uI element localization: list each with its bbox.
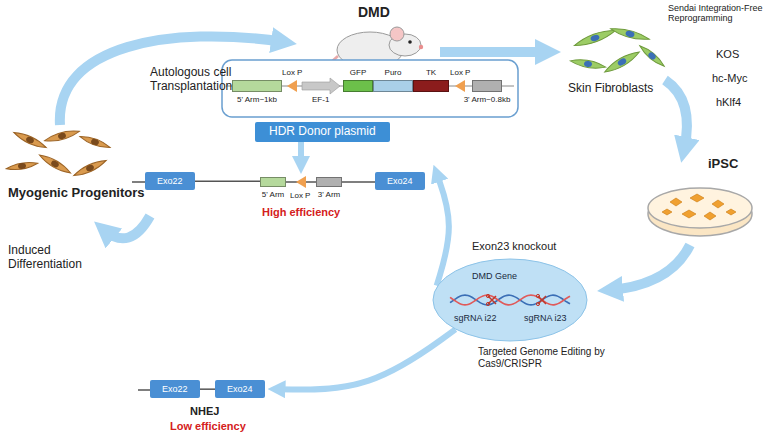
loxp-label: Lox P xyxy=(282,68,302,77)
process-arrow xyxy=(298,142,304,165)
editing-ellipse: sgRNA i22 DMD Gene sgRNA i23 xyxy=(432,258,588,342)
process-arrow xyxy=(104,216,150,238)
step-label: Exon23 knockout xyxy=(472,240,556,253)
scissors-symbol xyxy=(536,294,546,305)
pathway-label: NHEJ xyxy=(190,405,219,418)
homology-arm: 3' Arm xyxy=(316,177,342,187)
cell-label: iPSC xyxy=(708,157,738,172)
culture-dish xyxy=(648,188,752,236)
process-arrow xyxy=(665,80,687,150)
ellipse-outline xyxy=(432,258,588,342)
plasmid-label-box: HDR Donor plasmid xyxy=(255,122,390,142)
node-text: 3' Arm xyxy=(318,190,340,199)
fibroblast-cells xyxy=(570,25,667,75)
homology-arm: 5' Arm xyxy=(260,177,286,187)
node-text: Exo24 xyxy=(387,176,413,186)
promoter-arrow xyxy=(302,78,340,94)
gene-line xyxy=(195,180,260,182)
node-text: HDR Donor plasmid xyxy=(269,125,376,139)
node-text: Exo22 xyxy=(162,384,188,394)
method-label: Sendai Integration-Free Reprogramming xyxy=(668,3,768,24)
node-text: sgRNA i23 xyxy=(524,313,567,323)
loxp-label: Lox P xyxy=(290,191,310,200)
myogenic-cells xyxy=(6,128,111,179)
loxp-triangle xyxy=(296,176,306,188)
cell-label: Myogenic Progenitors xyxy=(8,186,145,201)
homology-arm: 3' Arm~0.8kb xyxy=(472,80,502,92)
cell-label: Skin Fibroblasts xyxy=(568,82,653,96)
exon-box: Exo24 xyxy=(375,172,425,190)
loxp-triangle xyxy=(455,80,465,92)
node-text: GFP xyxy=(350,68,366,77)
factor-label: hc-Myc xyxy=(712,72,747,85)
step-label: Induced Differentiation xyxy=(8,244,108,272)
loxp-triangle xyxy=(287,80,297,92)
gene-line xyxy=(200,388,215,390)
node-text: 5' Arm~1kb xyxy=(237,95,277,104)
gene-line xyxy=(342,181,375,183)
efficiency-label: High efficiency xyxy=(262,206,340,219)
exon-box: Exo22 xyxy=(145,172,195,190)
dna-strand xyxy=(450,295,570,305)
node-text: TK xyxy=(426,68,436,77)
node-text: Exo24 xyxy=(227,384,253,394)
node-text: Exo22 xyxy=(157,176,183,186)
loxp-label: Lox P xyxy=(450,68,470,77)
node-text: Puro xyxy=(385,68,402,77)
node-text: 3' Arm~0.8kb xyxy=(464,95,511,104)
process-arrow xyxy=(277,329,456,389)
dna-strand xyxy=(450,295,570,305)
process-arrow xyxy=(437,173,449,286)
factor-label: KOS xyxy=(716,48,739,61)
exon-box: Exo24 xyxy=(215,380,265,398)
model-label: DMD xyxy=(358,4,390,20)
exon-box: Exo22 xyxy=(150,380,200,398)
process-arrow xyxy=(440,47,548,57)
puro-cassette: Puro xyxy=(373,80,413,92)
node-text: 5' Arm xyxy=(262,190,284,199)
step-label: Targeted Genome Editing by Cas9/CRISPR xyxy=(478,346,628,369)
process-arrow xyxy=(610,245,690,290)
scissors-symbol xyxy=(486,294,496,305)
node-text: DMD Gene xyxy=(472,271,517,281)
node-text: sgRNA i22 xyxy=(454,313,497,323)
promoter-label: EF-1 xyxy=(312,95,329,104)
ellipse-shape xyxy=(433,259,587,341)
plasmid-outline xyxy=(222,60,518,117)
homology-arm: 5' Arm~1kb xyxy=(232,80,282,92)
step-label: Autologous cell Transplantation xyxy=(150,66,260,94)
efficiency-label: Low efficiency xyxy=(170,420,246,433)
gfp-cassette: GFP xyxy=(343,80,373,92)
factor-label: hKlf4 xyxy=(716,96,741,109)
tk-cassette: TK xyxy=(413,80,449,92)
